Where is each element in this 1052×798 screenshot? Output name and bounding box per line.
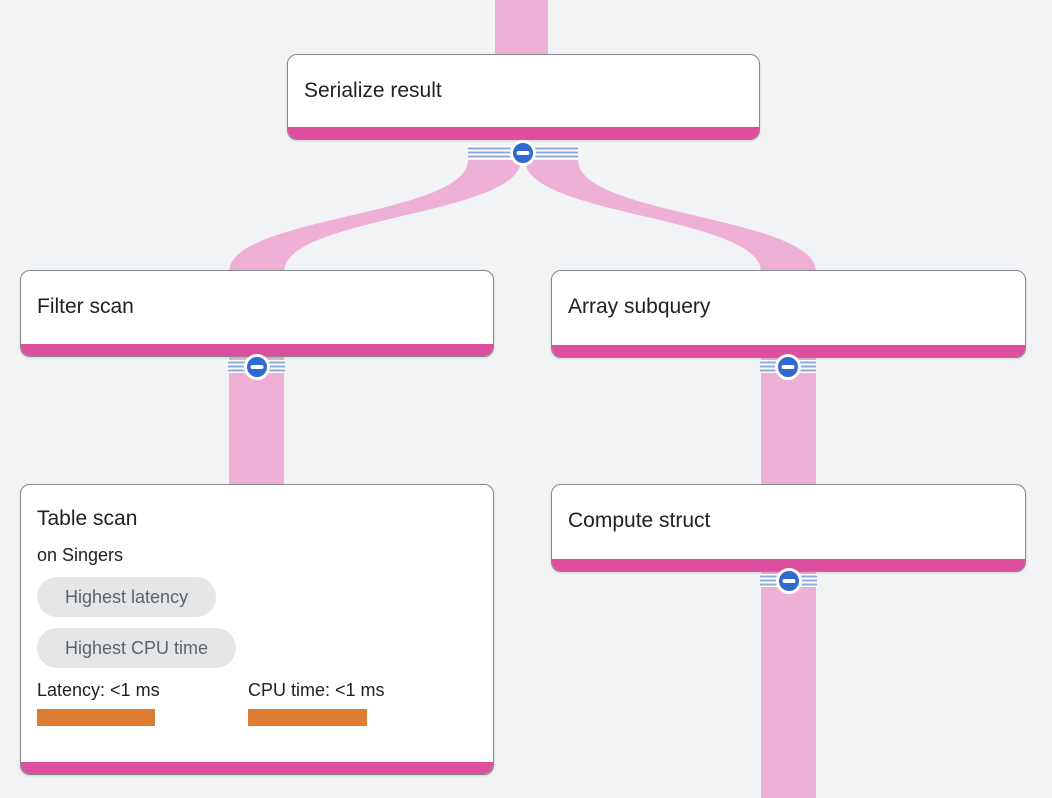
collapse-circle — [775, 567, 802, 594]
edge-serialize-result-to-array-subquery — [525, 160, 816, 272]
metrics-row: Latency: <1 ms CPU time: <1 ms — [37, 680, 477, 726]
node-title: Table scan — [37, 507, 138, 530]
edge-serialize-result-to-filter-scan — [229, 160, 521, 272]
metric-latency-label: Latency: <1 ms — [37, 680, 160, 700]
node-accent-bar — [21, 344, 493, 356]
metric-cpu-time: CPU time: <1 ms — [248, 680, 459, 726]
minus-icon — [250, 364, 263, 369]
node-compute-struct[interactable]: Compute struct — [551, 484, 1026, 572]
collapse-circle — [243, 353, 270, 380]
node-accent-bar — [21, 762, 493, 774]
node-accent-bar — [552, 559, 1025, 571]
minus-icon — [516, 150, 530, 155]
collapse-button-array-subquery[interactable] — [760, 353, 816, 380]
node-accent-bar — [552, 345, 1025, 357]
collapse-circle — [510, 139, 536, 166]
collapse-button-compute-struct[interactable] — [760, 567, 817, 594]
minus-icon — [781, 364, 795, 369]
collapse-button-filter-scan[interactable] — [228, 353, 285, 380]
node-filter-scan[interactable]: Filter scan — [20, 270, 494, 357]
minus-icon — [782, 578, 795, 583]
metric-latency: Latency: <1 ms — [37, 680, 248, 726]
badge-highest-cpu-time: Highest CPU time — [37, 628, 237, 668]
collapse-circle — [775, 353, 801, 380]
node-subtitle: on Singers — [37, 545, 124, 565]
node-title: Serialize result — [304, 79, 442, 102]
node-accent-bar — [288, 127, 759, 139]
node-title: Array subquery — [568, 295, 711, 318]
node-title: Filter scan — [37, 295, 134, 318]
collapse-button-serialize-result[interactable] — [468, 139, 578, 166]
node-table-scan[interactable]: Table scan on Singers Highest latency Hi… — [20, 484, 494, 775]
node-title: Compute struct — [568, 509, 711, 532]
metric-latency-bar — [37, 709, 155, 726]
badge-highest-latency: Highest latency — [37, 577, 217, 617]
edge-compute-struct-to-offscreen-bottom — [761, 570, 816, 798]
node-serialize-result[interactable]: Serialize result — [287, 54, 760, 140]
edge-top-to-serialize-result — [495, 0, 548, 55]
metric-cpu-time-bar — [248, 709, 367, 726]
metric-cpu-time-label: CPU time: <1 ms — [248, 680, 385, 700]
node-content: Table scan on Singers Highest latency Hi… — [21, 485, 493, 726]
node-array-subquery[interactable]: Array subquery — [551, 270, 1026, 358]
